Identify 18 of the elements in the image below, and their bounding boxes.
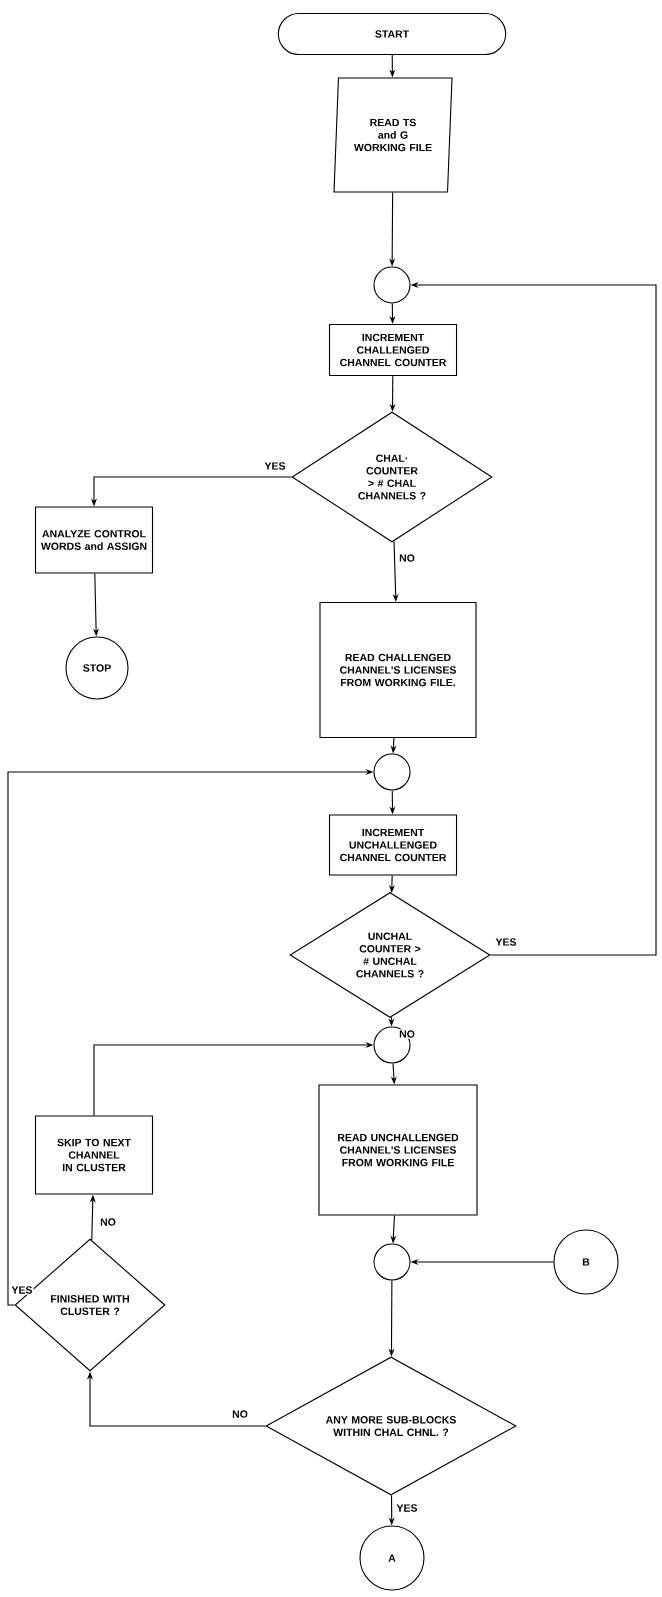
edge-label: NO	[398, 1029, 416, 1039]
input-parallelogram: READ TS and G WORKING FILE	[333, 77, 453, 193]
process-box: READ CHALLENGED CHANNEL'S LICENSES FROM WORKING FILE.	[319, 601, 477, 739]
edge-label: YES	[494, 937, 518, 947]
process-box: INCREMENT CHALLENGED CHANNEL COUNTER	[328, 323, 458, 377]
edge-label: NO	[398, 553, 416, 563]
edge-label: NO	[99, 1217, 117, 1227]
connector-circle	[373, 1243, 411, 1281]
edge-label: NO	[231, 1409, 249, 1419]
edge-label: YES	[10, 1285, 34, 1295]
process-box: ANALYZE CONTROL WORDS and ASSIGN	[34, 506, 154, 574]
process-box: INCREMENT UNCHALLENGED CHANNEL COUNTER	[328, 814, 458, 876]
process-box: READ UNCHALLENGED CHANNEL'S LICENSES FROM WORKING FILE	[318, 1084, 478, 1216]
process-box: SKIP TO NEXT CHANNEL IN CLUSTER	[34, 1115, 154, 1195]
connector-circle	[373, 753, 411, 791]
edge-label: YES	[395, 1503, 419, 1513]
edge-label: YES	[263, 461, 287, 471]
connector-circle	[373, 266, 411, 304]
